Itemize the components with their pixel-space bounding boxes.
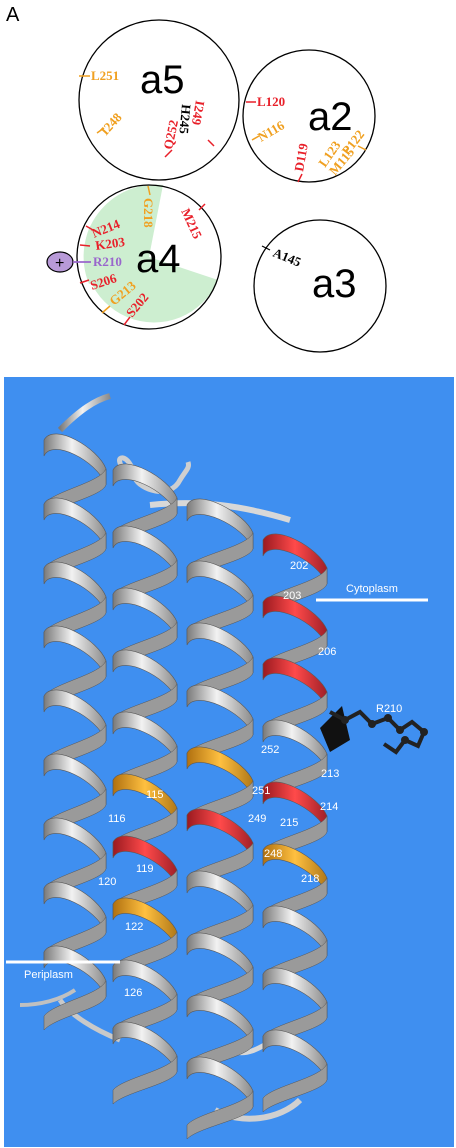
res-248: 248 bbox=[264, 848, 282, 860]
residue-number-labels: 202 203 206 213 214 215 218 252 251 249 … bbox=[98, 560, 339, 999]
helix-4-back-turn bbox=[262, 1063, 328, 1113]
residue-l251: L251 bbox=[91, 68, 119, 83]
residue-h245: H245 bbox=[176, 104, 194, 135]
res-206: 206 bbox=[318, 646, 336, 658]
residue-i249: I249 bbox=[189, 99, 208, 126]
r210-side-chain: R210 bbox=[320, 703, 428, 755]
residue-l120: L120 bbox=[257, 94, 285, 109]
helix-a4-name: a4 bbox=[136, 237, 181, 281]
helix-2-ribbon bbox=[112, 463, 178, 1105]
helix-2-back-turn bbox=[112, 1055, 178, 1105]
res-122: 122 bbox=[125, 921, 143, 933]
helix-ribbons bbox=[43, 433, 328, 1140]
helix-a3-name: a3 bbox=[312, 262, 357, 306]
helix-a5-name: a5 bbox=[140, 58, 185, 102]
helix-a3-circle bbox=[253, 219, 387, 353]
helix-a2-circle bbox=[242, 49, 376, 183]
res-215: 215 bbox=[280, 817, 298, 829]
helix-a5-wheel: a5 L251 I248 Q252 H245 I249 bbox=[78, 19, 240, 181]
res-119: 119 bbox=[136, 863, 154, 875]
res-115: 115 bbox=[146, 789, 164, 801]
helix-3-ribbon bbox=[186, 498, 254, 1140]
res-120: 120 bbox=[98, 876, 116, 888]
helix-a3-wheel: a3 A145 bbox=[253, 219, 387, 353]
res-213: 213 bbox=[321, 768, 339, 780]
helix-a2-name: a2 bbox=[308, 95, 353, 139]
residue-q252: Q252 bbox=[160, 119, 181, 151]
res-202: 202 bbox=[290, 560, 308, 572]
helix-a5-circle bbox=[78, 19, 240, 181]
res-126: 126 bbox=[124, 987, 142, 999]
res-249: 249 bbox=[248, 813, 266, 825]
helix-a2-wheel: a2 L120 N116 D119 L123 M115 P122 bbox=[242, 49, 376, 183]
helix-a4-circle bbox=[76, 184, 222, 330]
panel-a-label: A bbox=[6, 4, 20, 26]
r210-label: R210 bbox=[376, 703, 402, 715]
periplasm-label: Periplasm bbox=[24, 969, 73, 981]
res-116: 116 bbox=[108, 813, 126, 825]
res-218: 218 bbox=[301, 873, 319, 885]
res-252: 252 bbox=[261, 744, 279, 756]
res-203: 203 bbox=[283, 590, 301, 602]
res-214: 214 bbox=[320, 801, 338, 813]
cytoplasm-label: Cytoplasm bbox=[346, 583, 398, 595]
residue-g218: G218 bbox=[141, 198, 156, 228]
helix-a4-wheel: a4 G218 M215 N214 K203 + R210 S206 G213 … bbox=[46, 184, 222, 330]
helix-4-ribbon bbox=[262, 533, 328, 1113]
panel-a-diagram: a5 L251 I248 Q252 H245 I249 a2 L120 N116… bbox=[46, 19, 387, 353]
helix-1-ribbon bbox=[43, 433, 107, 1031]
helix-1-back-turn bbox=[43, 980, 107, 1031]
residue-d119: D119 bbox=[291, 142, 311, 173]
res-251: 251 bbox=[252, 785, 270, 797]
charge-symbol: + bbox=[55, 255, 64, 272]
residue-r210: R210 bbox=[93, 254, 122, 269]
helix-3-back-turn bbox=[186, 1090, 254, 1140]
residue-k203: K203 bbox=[94, 234, 126, 253]
